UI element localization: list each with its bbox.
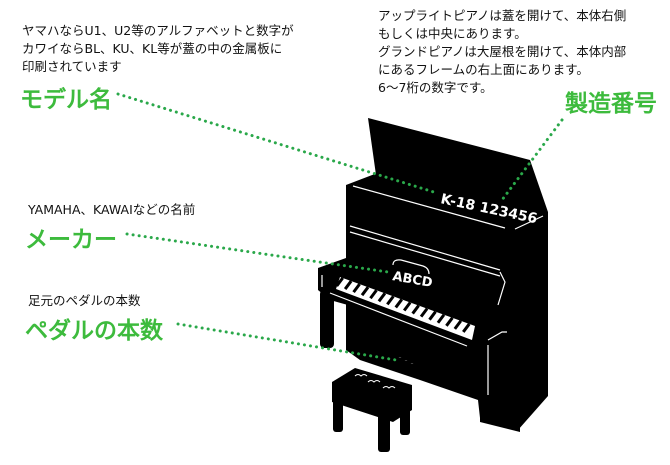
- serial-description-line: にあるフレームの右上面にあります。: [378, 62, 589, 77]
- serial-leader-line: [500, 118, 564, 202]
- black-key: [462, 323, 471, 333]
- bench-icon: [332, 368, 412, 452]
- black-key: [369, 289, 378, 300]
- black-key: [411, 304, 420, 315]
- model-description-line: カワイならBL、KU、KL等が蓋の中の金属板に: [22, 41, 283, 56]
- black-key: [394, 298, 403, 309]
- model-leader-line: [116, 92, 439, 195]
- model-label: モデル名: [20, 87, 112, 113]
- pedal-label: ペダルの本数: [25, 318, 163, 344]
- model-description: ヤマハならU1、U2等のアルファベットと数字が カワイならBL、KU、KL等が蓋…: [22, 22, 294, 76]
- serial-description-line: もしくは中央にあります。: [378, 26, 527, 41]
- serial-description: アップライトピアノは蓋を開けて、本体右側 もしくは中央にあります。 グランドピア…: [378, 7, 626, 97]
- black-key: [428, 310, 437, 321]
- model-description-line: 印刷されています: [22, 59, 122, 74]
- maker-label: メーカー: [25, 227, 117, 253]
- black-key: [335, 277, 344, 287]
- black-key: [352, 283, 361, 294]
- black-key: [419, 307, 429, 318]
- serial-label: 製造番号: [565, 91, 657, 117]
- pedal-description: 足元のペダルの本数: [28, 293, 141, 308]
- black-key: [386, 295, 395, 306]
- black-key: [436, 313, 446, 324]
- brand-text: ABCD: [391, 269, 433, 291]
- serial-description-line: 6〜7桁の数字です。: [378, 80, 493, 95]
- pedal-leader-line: [176, 322, 398, 362]
- pedals: [394, 354, 418, 366]
- serial-description-line: アップライトピアノは蓋を開けて、本体右側: [378, 8, 627, 23]
- black-key: [360, 286, 370, 297]
- maker-leader-line: [125, 232, 390, 274]
- black-key: [403, 301, 412, 312]
- piano-icon: K-18 123456 ABCD: [318, 118, 548, 432]
- black-key: [445, 316, 454, 327]
- black-key: [377, 292, 387, 303]
- black-key: [343, 280, 353, 290]
- black-key: [453, 319, 463, 330]
- model-description-line: ヤマハならU1、U2等のアルファベットと数字が: [22, 23, 294, 38]
- serial-description-line: グランドピアノは大屋根を開けて、本体内部: [378, 44, 627, 59]
- maker-description: YAMAHA、KAWAIなどの名前: [28, 202, 196, 217]
